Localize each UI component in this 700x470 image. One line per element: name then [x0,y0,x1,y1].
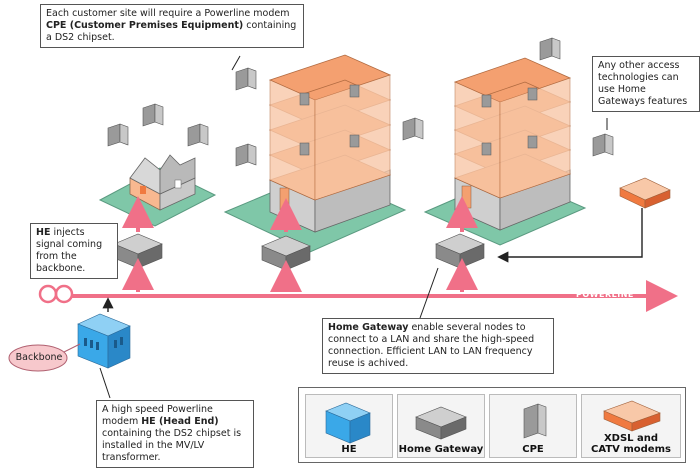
access-callout-text: Any other access technologies can use Ho… [598,60,688,107]
cpe-callout-bold: CPE (Customer Premises Equipment) [46,20,244,31]
xdsl-modem [619,177,671,209]
gateway-1 [113,233,163,269]
he-inject-bold: HE [36,227,51,238]
he-inject-callout: HE injects signal coming from the backbo… [30,223,118,279]
gateway-3 [435,233,485,269]
house [98,154,217,227]
cpe-callout: Each customer site will require a Powerl… [40,4,304,48]
backbone-bubble [8,344,68,372]
head-end-icon [325,402,371,444]
legend-item-gateway: Home Gateway [397,394,485,458]
access-callout: Any other access technologies can use Ho… [592,56,700,112]
backbone-label: Backbone [15,352,63,363]
legend-label-he: HE [341,444,357,455]
legend-item-xdsl: XDSL and CATV modems [581,394,681,458]
legend-label-cpe: CPE [522,444,544,455]
access-arrow [497,208,643,263]
building-1-cpe-b [235,143,257,167]
cpe-callout-prefix: Each customer site will require a Powerl… [46,8,290,19]
cpe-icon [523,403,547,439]
building-2 [423,57,587,246]
house-cpe-1 [107,123,129,147]
gateway-callout: Home Gateway enable several nodes to con… [322,318,554,374]
building-2-cpe-b [592,133,614,157]
he-callout: A high speed Powerline modem HE (Head En… [96,400,254,468]
he-inject-suffix: injects signal coming from the backbone. [36,227,103,274]
legend-label-gateway: Home Gateway [398,444,484,455]
xdsl-modem-icon [603,400,661,432]
legend: HE Home Gateway CPE XDSL and CATV modems [298,387,686,463]
building-1-cpe-c [402,117,424,141]
building-1-cpe-a [235,67,257,91]
legend-label-xdsl: XDSL and CATV modems [591,433,671,455]
building-2-cpe-a [539,37,561,61]
cpe-callout-suffix: containing a DS2 chipset. [46,20,297,43]
head-end [77,313,131,369]
home-gateway-icon [415,406,467,440]
powerline [38,280,678,312]
he-callout-prefix: A high speed Powerline modem [102,404,213,427]
he-callout-bold: HE (Head End) [141,416,219,427]
legend-item-he: HE [305,394,393,458]
house-cpe-3 [187,123,209,147]
gateway-callout-bold: Home Gateway [328,322,409,333]
powerline-label: POWERLINE [576,290,634,299]
house-cpe-2 [142,103,164,127]
he-callout-suffix: containing the DS2 chipset is installed … [102,428,242,463]
uplinks [122,196,478,292]
gateway-callout-suffix: enable several nodes to connect to a LAN… [328,322,535,369]
legend-item-cpe: CPE [489,394,577,458]
